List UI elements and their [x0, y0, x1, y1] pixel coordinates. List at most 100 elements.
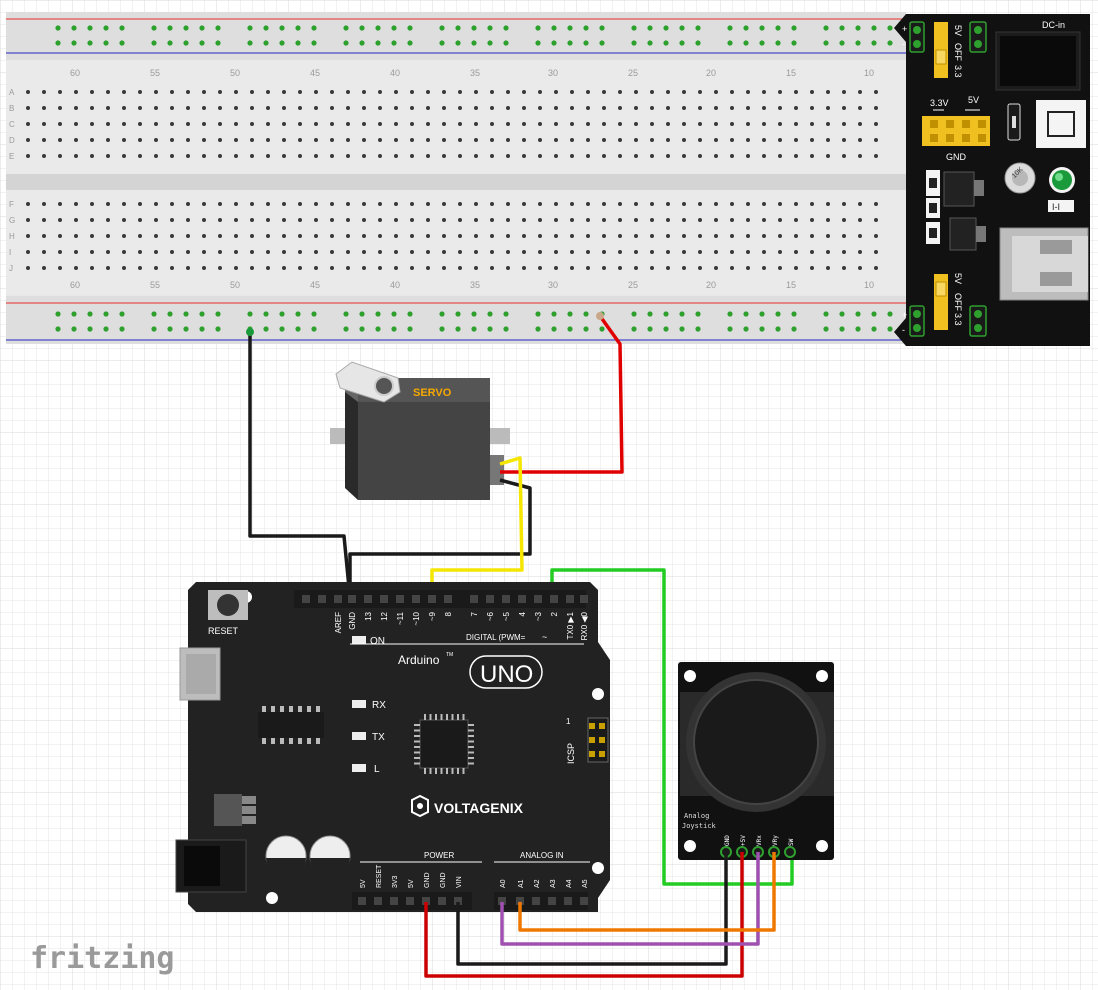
power-button[interactable]	[1047, 111, 1075, 137]
black-wire-rail-gnd[interactable]	[248, 332, 352, 599]
terminal-hole[interactable]	[218, 266, 222, 270]
terminal-hole[interactable]	[746, 234, 750, 238]
terminal-hole[interactable]	[58, 250, 62, 254]
terminal-hole[interactable]	[794, 138, 798, 142]
terminal-hole[interactable]	[538, 138, 542, 142]
terminal-hole[interactable]	[186, 154, 190, 158]
terminal-hole[interactable]	[842, 122, 846, 126]
rail-hole[interactable]	[119, 40, 125, 46]
terminal-hole[interactable]	[586, 90, 590, 94]
terminal-hole[interactable]	[266, 154, 270, 158]
terminal-hole[interactable]	[202, 234, 206, 238]
terminal-hole[interactable]	[746, 218, 750, 222]
terminal-hole[interactable]	[298, 234, 302, 238]
terminal-hole[interactable]	[170, 90, 174, 94]
rail-hole[interactable]	[375, 25, 381, 31]
terminal-hole[interactable]	[554, 90, 558, 94]
rail-pin[interactable]	[974, 324, 982, 332]
rail-hole[interactable]	[871, 326, 877, 332]
terminal-hole[interactable]	[282, 202, 286, 206]
terminal-hole[interactable]	[554, 138, 558, 142]
rail-hole[interactable]	[871, 25, 877, 31]
terminal-hole[interactable]	[666, 218, 670, 222]
terminal-hole[interactable]	[650, 234, 654, 238]
rail-hole[interactable]	[839, 311, 845, 317]
terminal-hole[interactable]	[314, 234, 318, 238]
terminal-hole[interactable]	[778, 138, 782, 142]
rail-hole[interactable]	[183, 311, 189, 317]
rail-hole[interactable]	[535, 326, 541, 332]
terminal-hole[interactable]	[602, 154, 606, 158]
terminal-hole[interactable]	[106, 202, 110, 206]
terminal-hole[interactable]	[330, 106, 334, 110]
terminal-hole[interactable]	[522, 106, 526, 110]
terminal-hole[interactable]	[794, 202, 798, 206]
terminal-hole[interactable]	[746, 106, 750, 110]
terminal-hole[interactable]	[794, 250, 798, 254]
terminal-hole[interactable]	[538, 202, 542, 206]
terminal-hole[interactable]	[122, 122, 126, 126]
terminal-hole[interactable]	[42, 154, 46, 158]
terminal-hole[interactable]	[458, 122, 462, 126]
terminal-hole[interactable]	[346, 218, 350, 222]
terminal-hole[interactable]	[314, 122, 318, 126]
header-pin[interactable]	[454, 897, 462, 905]
terminal-hole[interactable]	[234, 154, 238, 158]
terminal-hole[interactable]	[122, 266, 126, 270]
terminal-hole[interactable]	[714, 122, 718, 126]
terminal-hole[interactable]	[58, 234, 62, 238]
terminal-hole[interactable]	[602, 106, 606, 110]
terminal-hole[interactable]	[362, 90, 366, 94]
terminal-hole[interactable]	[586, 218, 590, 222]
terminal-hole[interactable]	[826, 138, 830, 142]
terminal-hole[interactable]	[426, 250, 430, 254]
terminal-hole[interactable]	[634, 202, 638, 206]
terminal-hole[interactable]	[826, 122, 830, 126]
terminal-hole[interactable]	[42, 90, 46, 94]
terminal-hole[interactable]	[554, 266, 558, 270]
rail-pin[interactable]	[913, 310, 921, 318]
terminal-hole[interactable]	[234, 266, 238, 270]
terminal-hole[interactable]	[682, 218, 686, 222]
terminal-hole[interactable]	[26, 250, 30, 254]
header-pin[interactable]	[564, 897, 572, 905]
rail-hole[interactable]	[55, 311, 61, 317]
terminal-hole[interactable]	[186, 90, 190, 94]
terminal-hole[interactable]	[810, 234, 814, 238]
rail-hole[interactable]	[311, 326, 317, 332]
terminal-hole[interactable]	[282, 154, 286, 158]
terminal-hole[interactable]	[538, 218, 542, 222]
terminal-hole[interactable]	[570, 154, 574, 158]
terminal-hole[interactable]	[794, 106, 798, 110]
rail-hole[interactable]	[535, 40, 541, 46]
rail-hole[interactable]	[647, 25, 653, 31]
rail-hole[interactable]	[631, 311, 637, 317]
rail-hole[interactable]	[407, 40, 413, 46]
terminal-hole[interactable]	[42, 218, 46, 222]
terminal-hole[interactable]	[154, 218, 158, 222]
terminal-hole[interactable]	[682, 154, 686, 158]
terminal-hole[interactable]	[634, 122, 638, 126]
terminal-hole[interactable]	[778, 106, 782, 110]
terminal-hole[interactable]	[90, 122, 94, 126]
header-pin[interactable]	[518, 595, 526, 603]
green-wire-joystick-sw[interactable]	[550, 568, 794, 886]
rail-hole[interactable]	[727, 40, 733, 46]
terminal-hole[interactable]	[458, 154, 462, 158]
terminal-hole[interactable]	[874, 122, 878, 126]
terminal-hole[interactable]	[458, 138, 462, 142]
rail-hole[interactable]	[455, 311, 461, 317]
terminal-hole[interactable]	[842, 90, 846, 94]
icsp-pin[interactable]	[599, 737, 605, 743]
terminal-hole[interactable]	[842, 234, 846, 238]
terminal-hole[interactable]	[522, 218, 526, 222]
terminal-hole[interactable]	[730, 122, 734, 126]
rail-hole[interactable]	[183, 326, 189, 332]
terminal-hole[interactable]	[618, 138, 622, 142]
rail-hole[interactable]	[471, 25, 477, 31]
terminal-hole[interactable]	[826, 154, 830, 158]
terminal-hole[interactable]	[234, 250, 238, 254]
terminal-hole[interactable]	[282, 90, 286, 94]
rail-hole[interactable]	[631, 25, 637, 31]
rail-hole[interactable]	[119, 25, 125, 31]
